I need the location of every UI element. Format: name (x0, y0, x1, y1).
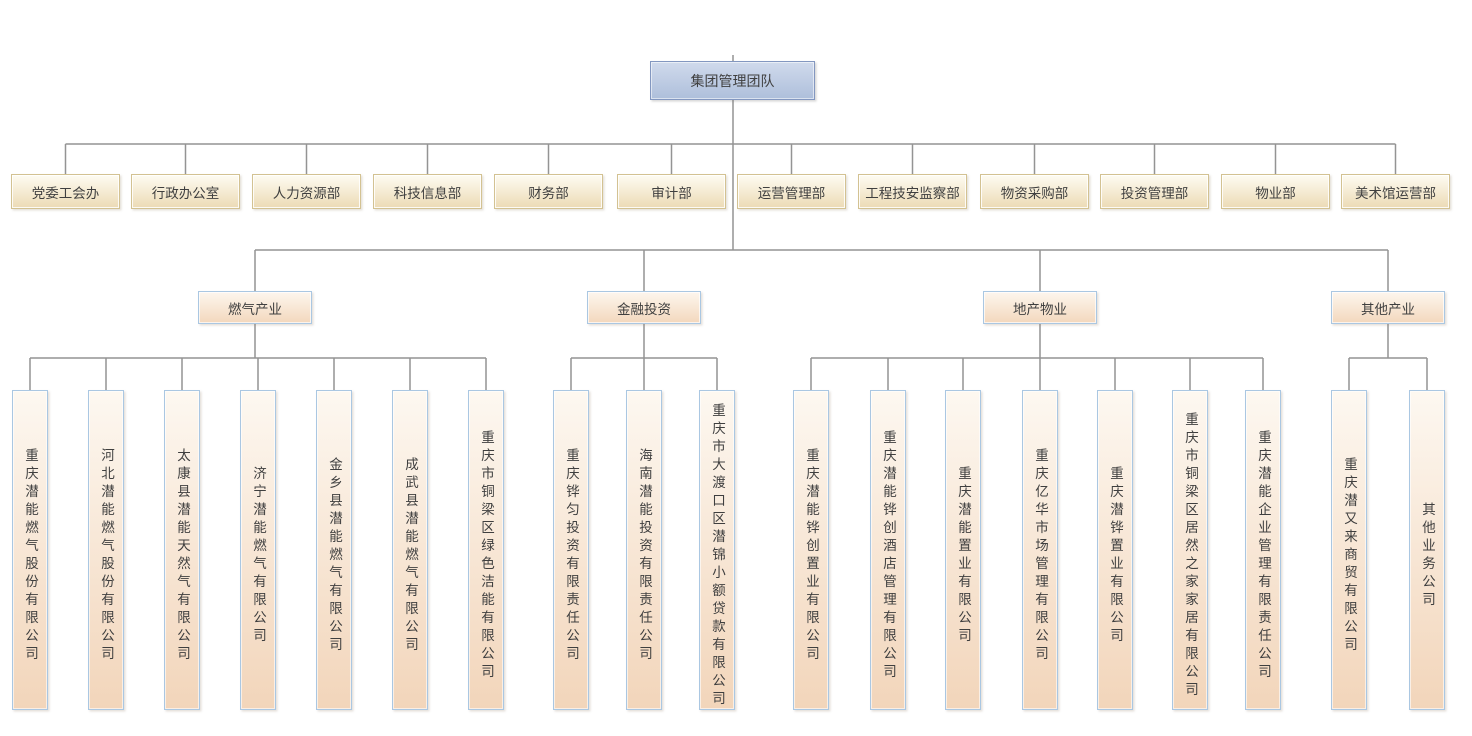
category-node-finance: 金融投资 (587, 291, 701, 324)
connector-category-stems (254, 324, 1389, 358)
department-node-12: 美术馆运营部 (1341, 174, 1450, 209)
company-node-realestate-3: 重庆潜能置业有限公司 (945, 390, 981, 710)
department-node-2: 行政办公室 (131, 174, 240, 209)
department-node-6: 审计部 (617, 174, 726, 209)
company-node-realestate-5: 重庆潜铧置业有限公司 (1097, 390, 1133, 710)
company-node-gas-4: 济宁潜能燃气有限公司 (240, 390, 276, 710)
department-node-8: 工程技安监察部 (858, 174, 967, 209)
department-node-3: 人力资源部 (252, 174, 361, 209)
category-node-realestate: 地产物业 (983, 291, 1097, 324)
connector-company-buses (29, 357, 1428, 390)
company-node-realestate-4: 重庆亿华市场管理有限公司 (1022, 390, 1058, 710)
department-node-7: 运营管理部 (737, 174, 846, 209)
department-node-11: 物业部 (1221, 174, 1330, 209)
company-node-finance-2: 海南潜能投资有限责任公司 (626, 390, 662, 710)
company-node-finance-1: 重庆铧匀投资有限责任公司 (553, 390, 589, 710)
department-node-1: 党委工会办 (11, 174, 120, 209)
company-node-gas-5: 金乡县潜能燃气有限公司 (316, 390, 352, 710)
company-node-gas-3: 太康县潜能天然气有限公司 (164, 390, 200, 710)
connector-department-bus (64, 143, 1397, 174)
company-node-realestate-6: 重庆市铜梁区居然之家家居有限公司 (1172, 390, 1208, 710)
company-node-realestate-7: 重庆潜能企业管理有限责任公司 (1245, 390, 1281, 710)
department-node-10: 投资管理部 (1100, 174, 1209, 209)
department-node-9: 物资采购部 (980, 174, 1089, 209)
company-node-other-1: 重庆潜又来商贸有限公司 (1331, 390, 1367, 710)
company-node-other-2: 其他业务公司 (1409, 390, 1445, 710)
company-node-realestate-1: 重庆潜能铧创置业有限公司 (793, 390, 829, 710)
company-node-finance-3: 重庆市大渡口区潜锦小额贷款有限公司 (699, 390, 735, 710)
company-node-gas-6: 成武县潜能燃气有限公司 (392, 390, 428, 710)
category-node-other: 其他产业 (1331, 291, 1445, 324)
company-node-gas-2: 河北潜能燃气股份有限公司 (88, 390, 124, 710)
category-node-gas: 燃气产业 (198, 291, 312, 324)
company-node-gas-1: 重庆潜能燃气股份有限公司 (12, 390, 48, 710)
connector-category-bus (254, 249, 1389, 291)
department-node-5: 财务部 (494, 174, 603, 209)
root-node: 集团管理团队 (650, 61, 815, 100)
company-node-realestate-2: 重庆潜能铧创酒店管理有限公司 (870, 390, 906, 710)
department-node-4: 科技信息部 (373, 174, 482, 209)
company-node-gas-7: 重庆市铜梁区绿色洁能有限公司 (468, 390, 504, 710)
